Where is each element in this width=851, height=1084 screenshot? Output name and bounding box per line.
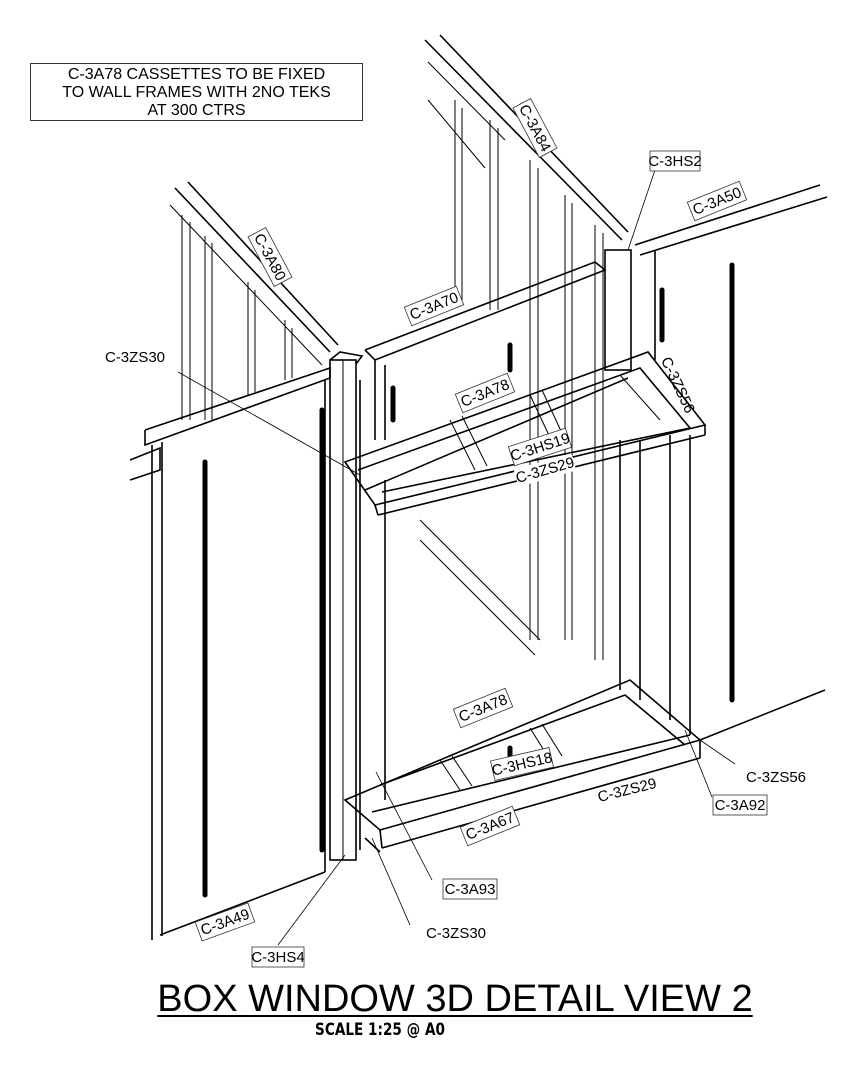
label-c3a93: C-3A93 — [442, 878, 498, 900]
svg-text:C-3ZS29: C-3ZS29 — [596, 775, 658, 806]
note-line-2: TO WALL FRAMES WITH 2NO TEKS — [62, 84, 331, 101]
svg-text:C-3A50: C-3A50 — [690, 184, 744, 219]
label-c3a80: C-3A80 — [247, 227, 293, 287]
drawing-title: BOX WINDOW 3D DETAIL VIEW 2 — [157, 978, 753, 1020]
back-wall-frame — [419, 34, 632, 660]
svg-text:C-3A78: C-3A78 — [458, 376, 512, 411]
svg-text:C-3A78: C-3A78 — [456, 691, 510, 726]
drawing-scale: SCALE 1:25 @ A0 — [315, 1020, 445, 1040]
left-post — [329, 351, 386, 861]
header-panel — [364, 261, 607, 440]
label-c3a84: C-3A84 — [512, 98, 558, 158]
leader-lines — [177, 169, 736, 946]
label-c3a78-upper: C-3A78 — [454, 372, 516, 414]
label-c3a70: C-3A70 — [403, 285, 465, 327]
label-c3a49: C-3A49 — [194, 902, 256, 942]
svg-text:C-3A92: C-3A92 — [715, 797, 766, 814]
note-line-1: C-3A78 CASSETTES TO BE FIXED — [67, 66, 326, 83]
svg-text:C-3HS2: C-3HS2 — [648, 153, 701, 170]
left-cassette-panel — [129, 366, 331, 940]
right-cassette-panel — [634, 184, 828, 741]
svg-text:C-3A67: C-3A67 — [463, 809, 517, 844]
fixing-note-box: C-3A78 CASSETTES TO BE FIXED TO WALL FRA… — [30, 63, 363, 121]
upper-box-frame — [343, 351, 707, 516]
label-c3a92: C-3A92 — [712, 794, 768, 816]
label-c3a50: C-3A50 — [686, 180, 748, 222]
svg-text:C-3A70: C-3A70 — [407, 289, 461, 324]
label-c3a78-lower: C-3A78 — [452, 687, 514, 729]
svg-text:C-3ZS56: C-3ZS56 — [657, 354, 698, 416]
note-line-3: AT 300 CTRS — [147, 102, 246, 119]
label-c3hs2: C-3HS2 — [648, 150, 702, 172]
label-c3zs30-upper: C-3ZS30 — [105, 349, 165, 366]
label-c3zs29-lower: C-3ZS29 — [596, 775, 658, 806]
label-c3hs18: C-3HS18 — [490, 747, 554, 781]
left-wall-frame — [169, 181, 339, 420]
label-c3zs56-lower: C-3ZS56 — [746, 769, 806, 786]
box-side-studs — [619, 435, 691, 735]
label-c3hs4: C-3HS4 — [251, 946, 305, 968]
label-c3zs30-lower: C-3ZS30 — [426, 925, 486, 942]
label-c3a67: C-3A67 — [459, 805, 521, 847]
svg-text:C-3A93: C-3A93 — [445, 881, 496, 898]
label-c3zs56-upper: C-3ZS56 — [657, 354, 698, 416]
svg-text:C-3HS4: C-3HS4 — [251, 949, 304, 966]
